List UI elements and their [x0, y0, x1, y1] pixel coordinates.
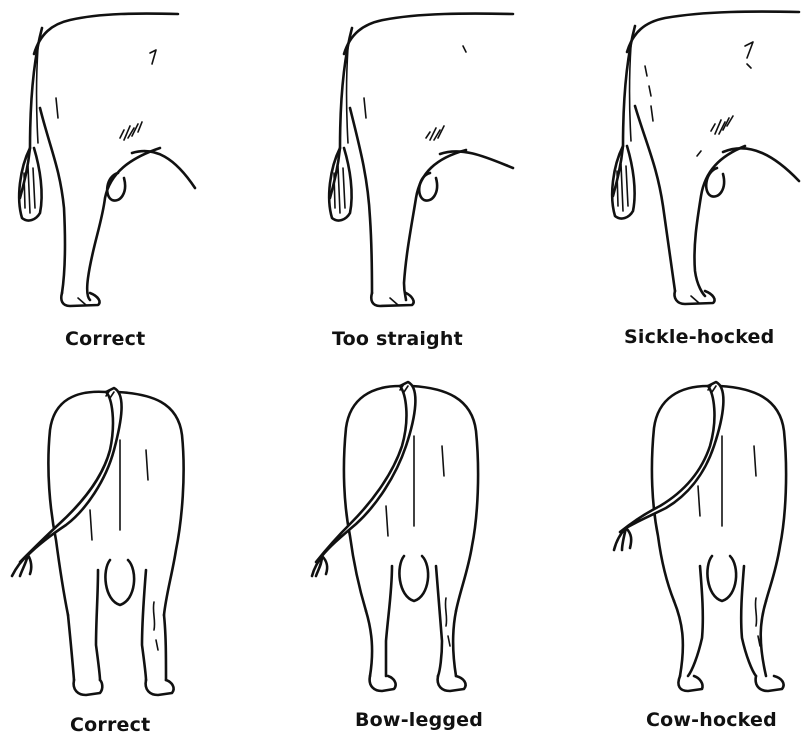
side-view-too-straight-figure: [318, 8, 518, 313]
side-view-correct-figure: [10, 8, 210, 313]
cow-hind-leg-side-correct-icon: [10, 8, 210, 313]
cow-rear-view-correct-icon: [6, 380, 196, 700]
side-view-sickle-hocked-figure: [605, 6, 801, 311]
rear-view-caption-correct: Correct: [70, 714, 150, 736]
cow-hind-leg-side-too-straight-icon: [318, 8, 518, 313]
side-view-caption-too-straight: Too straight: [332, 328, 463, 350]
side-view-caption-correct: Correct: [65, 328, 145, 350]
rear-view-caption-bow-legged: Bow-legged: [355, 709, 483, 731]
side-view-caption-sickle-hocked: Sickle-hocked: [624, 326, 774, 348]
cow-hind-leg-side-sickle-hocked-icon: [605, 6, 801, 311]
rear-view-correct-figure: [6, 380, 196, 700]
cow-rear-view-cow-hocked-icon: [606, 376, 798, 696]
rear-view-caption-cow-hocked: Cow-hocked: [646, 709, 777, 731]
rear-view-bow-legged-figure: [310, 376, 500, 696]
cow-rear-view-bow-legged-icon: [310, 376, 500, 696]
rear-view-cow-hocked-figure: [606, 376, 798, 696]
